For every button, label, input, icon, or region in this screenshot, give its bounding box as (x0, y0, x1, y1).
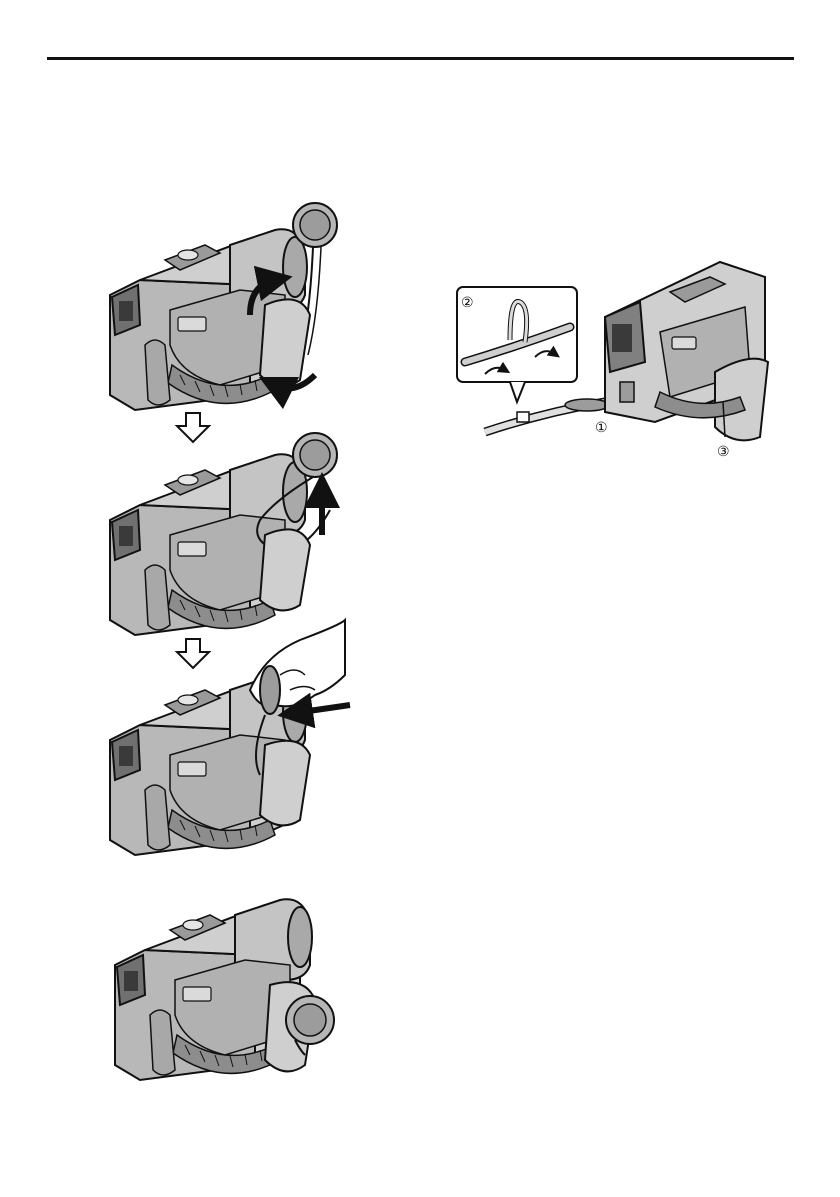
step-4-illustration (110, 890, 360, 1090)
step-1-illustration (100, 195, 360, 405)
callout-3-label: ③ (717, 443, 730, 459)
strap-attach-illustration: ② ① ③ (455, 262, 795, 467)
callout-1-label: ① (595, 419, 608, 435)
header-rule (47, 57, 794, 60)
step-3-illustration (100, 615, 360, 855)
step-2-illustration (100, 420, 360, 620)
inset-label: ② (461, 294, 474, 310)
